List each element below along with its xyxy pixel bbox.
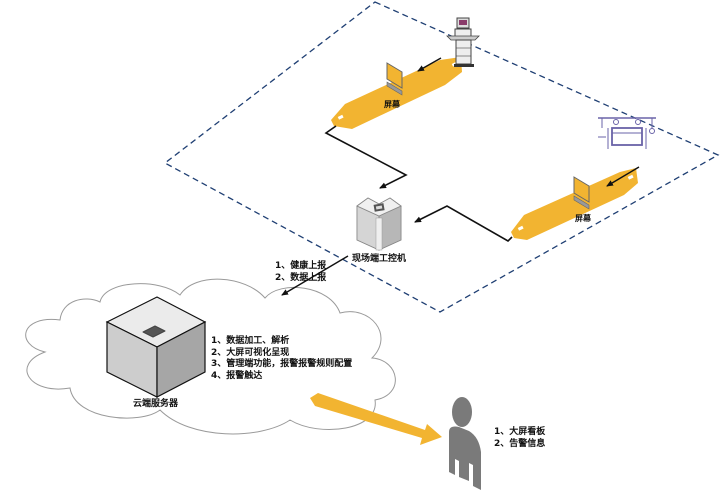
user-icon <box>449 397 481 490</box>
server-cube-icon <box>105 296 207 398</box>
upload-note: 2、数据上报 <box>275 272 327 283</box>
connector-ipc-to-cloud <box>281 255 349 296</box>
cloud-server-label: 云端服务器 <box>133 399 179 409</box>
industrial-pc-icon <box>356 197 402 251</box>
connector-cart-to-screen1 <box>417 57 442 72</box>
cloud-to-user-arrow <box>310 393 442 445</box>
user-outputs-list: 1、大屏看板 2、告警信息 <box>494 427 545 450</box>
user-output-item: 2、告警信息 <box>494 438 546 449</box>
medical-cart-icon <box>446 17 480 67</box>
upload-note: 1、健康上报 <box>275 261 327 271</box>
screen-strip-1 <box>331 57 462 129</box>
field-site-boundary <box>163 1 720 313</box>
connector-schematic-to-screen2 <box>606 166 640 187</box>
cloud-function-item: 3、管理端功能，报警报警规则配置 <box>211 359 353 369</box>
cloud-function-item: 2、大屏可视化呈现 <box>211 347 290 358</box>
schematic-diagram-icon <box>598 117 656 149</box>
monitor-icon <box>386 62 403 96</box>
screen-2-label: 屏幕 <box>575 214 591 223</box>
cloud-function-item: 1、数据加工、解析 <box>211 336 290 346</box>
monitor-icon <box>573 176 590 210</box>
connector-strip2-to-ipc <box>414 205 513 242</box>
screen-1-label: 屏幕 <box>384 100 400 109</box>
connector-strip1-to-ipc <box>324 125 408 189</box>
cloud-function-item: 4、报警触达 <box>211 370 263 381</box>
industrial-pc-label: 现场端工控机 <box>352 254 407 264</box>
user-output-item: 1、大屏看板 <box>494 427 546 437</box>
cloud-functions-list: 1、数据加工、解析 2、大屏可视化呈现 3、管理端功能，报警报警规则配置 4、报… <box>211 336 352 382</box>
upload-notes: 1、健康上报 2、数据上报 <box>275 261 326 284</box>
